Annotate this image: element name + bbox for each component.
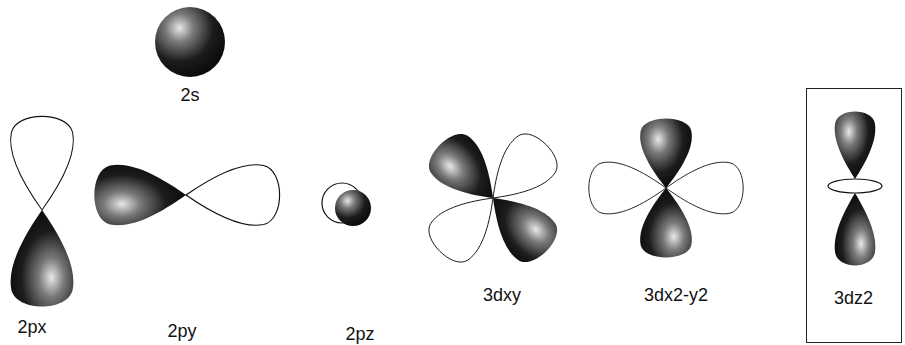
orbital-label: 2pz: [345, 325, 374, 343]
py-orbital: [94, 165, 279, 226]
dxy-orbital: [421, 126, 565, 270]
orbital-label: 2s: [180, 86, 199, 104]
dz2-orbital: [828, 111, 882, 265]
px-orbital: [11, 116, 74, 306]
frame-box: 3dz2: [806, 88, 902, 343]
orbital-label: 3dxy: [483, 286, 521, 304]
s-orbital: [155, 7, 225, 77]
dx2y2-orbital: [589, 119, 743, 258]
orbital-label: 3dz2: [834, 289, 873, 307]
orbital-label: 2py: [167, 322, 196, 340]
orbital-label: 2px: [17, 318, 46, 336]
pz-orbital: [322, 183, 371, 226]
orbital-label: 3dx2-y2: [644, 286, 708, 304]
